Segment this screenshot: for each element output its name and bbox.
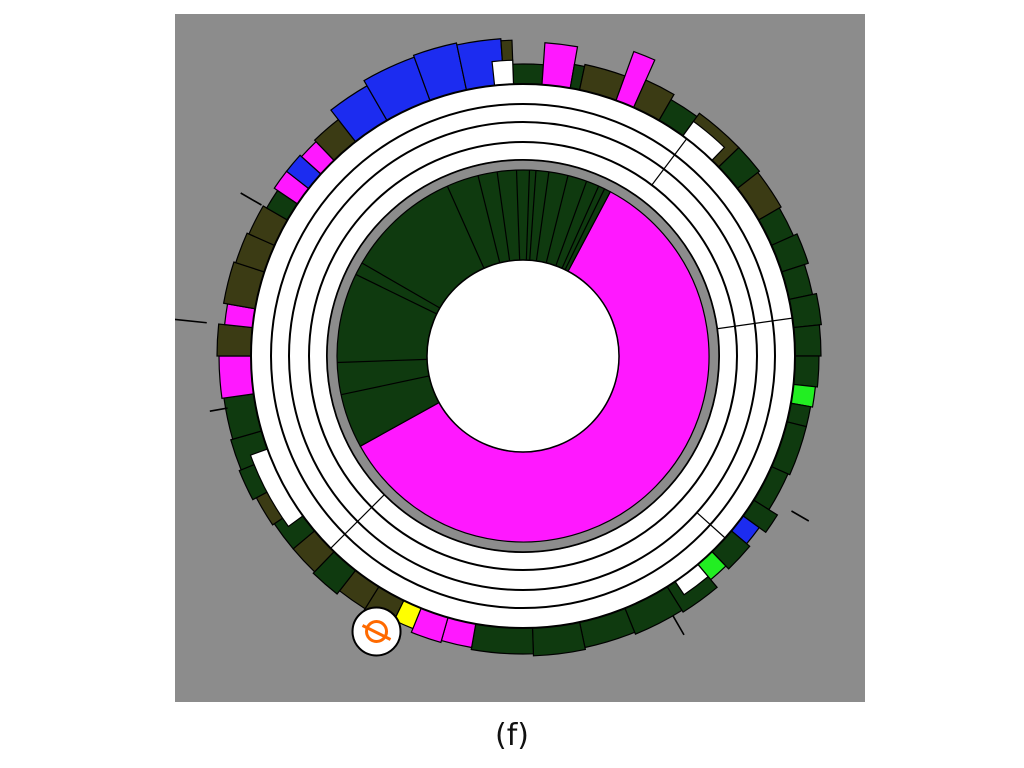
center-disc	[426, 259, 620, 453]
ring-outline	[308, 141, 738, 571]
inner-radial-divider	[361, 262, 441, 309]
edge-spike	[175, 318, 207, 324]
radial-tick	[696, 512, 726, 539]
radial-diagram-svg	[175, 14, 865, 702]
radial-diagram	[175, 14, 865, 702]
radial-tick	[717, 317, 793, 330]
ring-outline	[250, 83, 796, 629]
inner-radial-divider	[515, 170, 521, 261]
edge-spike	[209, 407, 228, 413]
marker-glyph-line	[361, 624, 392, 641]
edge-spike	[672, 615, 685, 636]
inner-radial-divider	[529, 170, 537, 261]
inner-radial-divider	[340, 375, 430, 396]
outer-segment	[218, 355, 255, 399]
inner-radial-divider	[545, 175, 569, 263]
inner-radial-divider	[355, 273, 437, 315]
marker-glyph	[365, 619, 389, 643]
inner-radial-divider	[535, 171, 550, 262]
outer-segment	[792, 355, 820, 388]
radial-tick	[651, 138, 688, 186]
figure-caption: (f)	[495, 718, 529, 753]
ring-outline	[288, 121, 758, 591]
inner-radial-divider	[525, 170, 531, 261]
outer-segment	[512, 63, 545, 86]
outer-segment	[792, 324, 822, 357]
ring-outline	[270, 103, 776, 609]
outer-white-segment	[491, 59, 515, 87]
inner-radial-divider	[561, 185, 600, 269]
inner-radial-divider	[496, 171, 511, 262]
inner-radial-divider	[555, 181, 588, 266]
inner-radial-divider	[477, 175, 501, 263]
inner-radial-divider	[564, 188, 606, 270]
edge-spike	[240, 192, 262, 206]
grey-band-outline	[326, 159, 720, 553]
radial-tick	[330, 494, 385, 549]
inner-radial-divider	[446, 185, 485, 269]
outer-segment	[216, 323, 254, 357]
edge-spike	[791, 510, 810, 522]
inner-radial-divider	[337, 358, 428, 364]
